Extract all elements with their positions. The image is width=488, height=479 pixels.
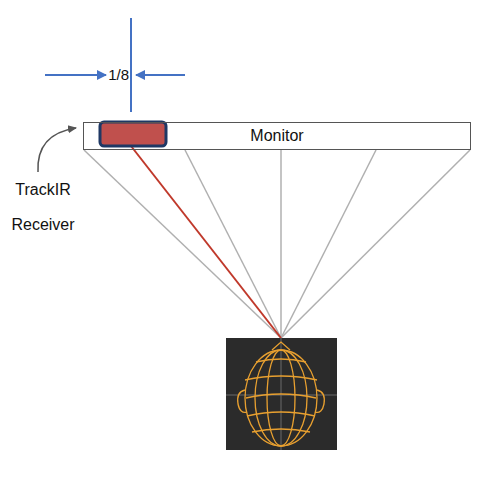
receiver-sight-line	[131, 146, 281, 338]
callout-label: TrackIR Receiver	[3, 172, 83, 242]
dimension-label: 1/8	[108, 66, 129, 84]
leader-arrow	[38, 128, 76, 172]
sight-lines	[84, 150, 470, 338]
dimension-arrow	[136, 74, 185, 76]
head-figure	[226, 338, 337, 450]
dimension-line	[130, 18, 132, 112]
box-label: Monitor	[250, 127, 303, 145]
monitor-fill	[83, 122, 471, 150]
receiver-box	[100, 122, 166, 146]
monitor-box: Monitor	[83, 122, 471, 150]
dimension-arrow	[45, 74, 106, 76]
